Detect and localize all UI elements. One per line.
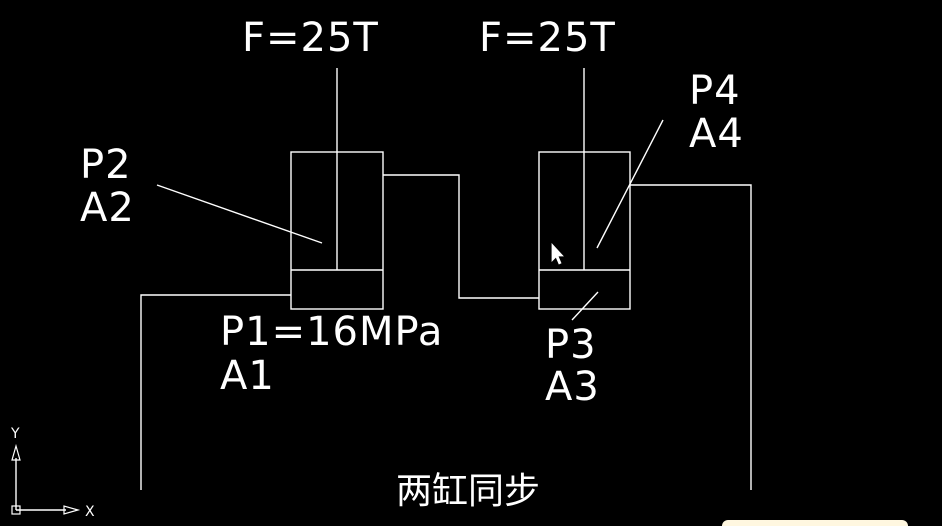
p4-label: P4 — [689, 68, 741, 114]
left-force-label: F=25T — [242, 15, 379, 61]
ucs-icon: Y X — [10, 426, 95, 520]
hydraulic-lines — [140, 174, 752, 490]
mouse-pointer-icon — [551, 242, 564, 265]
p2-label: P2 — [80, 142, 132, 188]
ucs-origin-box — [11, 505, 21, 515]
return-pipe — [630, 184, 752, 490]
p1-label: P1=16MPa — [220, 309, 443, 355]
right-force-label: F=25T — [479, 15, 616, 61]
a3-label: A3 — [545, 364, 600, 410]
a4-label: A4 — [689, 111, 744, 157]
left-cylinder — [156, 68, 384, 310]
ucs-x-arrow-icon — [63, 505, 81, 515]
ucs-y-arrow-icon — [11, 443, 21, 461]
supply-pipe — [140, 294, 291, 490]
series-connection-pipe — [383, 174, 539, 299]
a2-label: A2 — [80, 185, 135, 231]
p3-label: P3 — [545, 322, 597, 368]
a1-label: A1 — [220, 353, 275, 399]
ucs-y-label: Y — [10, 426, 20, 442]
right-cap-chamber-leader — [571, 291, 599, 321]
right-rod-chamber-leader — [596, 119, 664, 249]
drawing-caption: 两缸同步 — [396, 471, 540, 512]
left-rod-chamber-leader — [156, 184, 323, 244]
right-cylinder — [538, 68, 664, 321]
bottom-right-tab[interactable] — [722, 520, 908, 526]
ucs-x-label: X — [85, 504, 95, 520]
